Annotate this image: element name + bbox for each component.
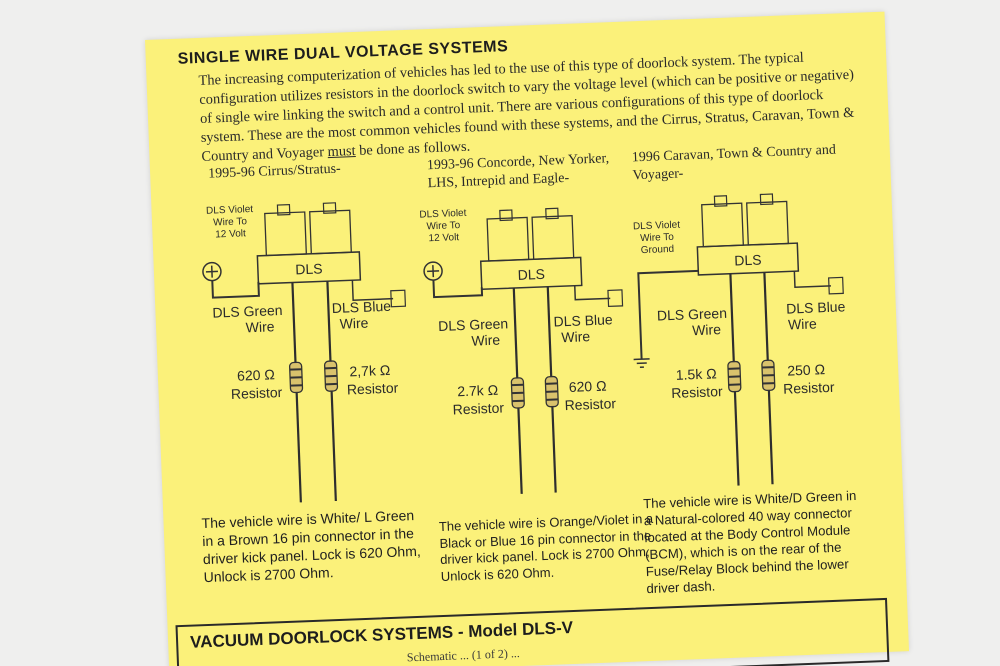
violet-wire-label-3: 12 Volt (428, 232, 459, 244)
wiring-diagram: DLS Violet Wire To 12 Volt DLS (419, 207, 624, 494)
left-resistor-value: 2.7k Ω (457, 382, 498, 400)
violet-wire-label-1: DLS Violet (633, 220, 681, 233)
diagram-caravan-voyager: 1996 Caravan, Town & Country and Voyager… (620, 140, 880, 597)
violet-wire-label-1: DLS Violet (419, 208, 467, 221)
diagram-cirrus-stratus: 1995-96 Cirrus/Stratus- DLS Violet Wire … (188, 158, 421, 586)
green-wire-label-1: DLS Green (657, 305, 728, 324)
resistor-icon (510, 377, 525, 409)
resistor-icon (544, 375, 559, 408)
ground-icon (633, 358, 650, 368)
left-resistor-label: Resistor (671, 383, 723, 401)
vehicle-wire-note: The vehicle wire is White/ L Green in a … (201, 507, 421, 586)
blue-wire-label-2: Wire (561, 328, 591, 345)
connector-icon (390, 289, 407, 308)
relay-icon (701, 193, 789, 248)
module-label: DLS (295, 260, 323, 277)
dls-module (696, 242, 800, 276)
blue-wire-label-2: Wire (339, 315, 369, 332)
violet-wire-label-3: 12 Volt (215, 228, 246, 240)
diagram-title: 1993-96 Concorde, New Yorker, LHS, Intre… (426, 151, 610, 192)
right-resistor-label: Resistor (347, 380, 399, 398)
resistor-icon (288, 361, 304, 394)
violet-wire-label-2: Wire To (426, 220, 461, 232)
vacuum-section-box: VACUUM DOORLOCK SYSTEMS - Model DLS-V Sc… (175, 597, 890, 666)
resistor-icon (761, 359, 776, 392)
resistor-icon (727, 360, 742, 393)
green-wire-label-1: DLS Green (438, 315, 509, 334)
left-resistor-label: Resistor (231, 384, 283, 402)
green-wire-label-2: Wire (245, 318, 275, 335)
left-resistor-label: Resistor (452, 399, 504, 417)
green-wire-label-1: DLS Green (212, 302, 283, 321)
positive-terminal-icon (423, 261, 443, 281)
right-resistor-label: Resistor (564, 395, 616, 413)
wiring-diagram: DLS Violet Wire To Ground DLS (633, 193, 846, 486)
blue-wire-label-1: DLS Blue (332, 298, 392, 316)
connector-icon (607, 289, 624, 308)
dls-module (479, 256, 583, 291)
module-label: DLS (734, 252, 762, 269)
relay-icon (486, 207, 575, 262)
intro-emphasis: must (327, 143, 356, 161)
green-wire-label-2: Wire (692, 321, 722, 338)
violet-wire-label-3: Ground (641, 244, 675, 256)
module-label: DLS (517, 266, 545, 283)
right-resistor-value: 2,7k Ω (349, 362, 390, 380)
vehicle-wire-note: The vehicle wire is Orange/Violet in a B… (438, 510, 654, 584)
left-resistor-value: 1.5k Ω (676, 365, 717, 383)
left-resistor-value: 620 Ω (237, 366, 275, 383)
relay-icon (264, 202, 352, 257)
blue-wire-label-1: DLS Blue (786, 298, 846, 316)
diagram-concorde-lhs: 1993-96 Concorde, New Yorker, LHS, Intre… (405, 149, 653, 583)
dls-module (256, 251, 362, 285)
positive-terminal-icon (202, 261, 222, 282)
right-resistor-value: 620 Ω (568, 378, 606, 395)
wiring-diagram: DLS Violet Wire To 12 Volt DLS (202, 202, 407, 503)
vehicle-wire-note: The vehicle wire is White/D Green in a N… (642, 488, 857, 597)
violet-wire-label-1: DLS Violet (206, 204, 254, 217)
violet-wire-label-2: Wire To (640, 232, 675, 244)
green-wire-label-2: Wire (471, 332, 501, 349)
instruction-sheet: SINGLE WIRE DUAL VOLTAGE SYSTEMS The inc… (145, 11, 910, 666)
right-resistor-value: 250 Ω (787, 361, 825, 378)
right-resistor-label: Resistor (783, 379, 835, 397)
blue-wire-label-1: DLS Blue (553, 311, 613, 329)
violet-wire-label-2: Wire To (213, 216, 248, 228)
connector-icon (828, 276, 844, 295)
resistor-icon (323, 360, 339, 392)
blue-wire-label-2: Wire (788, 315, 818, 332)
vacuum-section-subtitle: Schematic ... (1 of 2) ... (406, 646, 521, 665)
